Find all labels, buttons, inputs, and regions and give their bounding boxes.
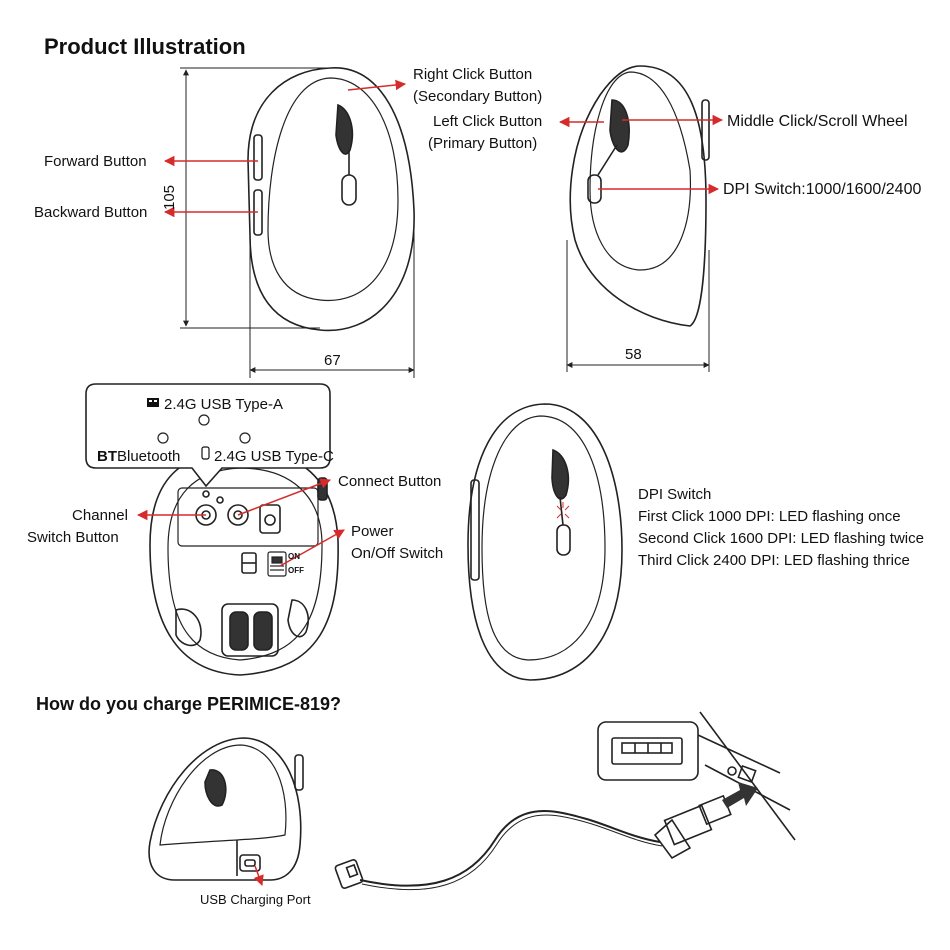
dpi-info-first: First Click 1000 DPI: LED flashing once [638,508,901,525]
channel-usb-c-label: 2.4G USB Type-C [214,448,334,465]
power-switch-icon [267,551,287,577]
mouse-top-view [247,67,415,332]
channel-usb-a-label: 2.4G USB Type-A [164,396,283,413]
channel-switch-label: Channel [72,507,128,524]
backward-button-label: Backward Button [34,204,148,221]
height-dimension: 105 [161,184,178,210]
left-click-label: Left Click Button [433,113,543,130]
mouse-bottom-view [149,449,339,676]
dpi-info-title: DPI Switch [638,486,712,503]
dpi-info-third: Third Click 2400 DPI: LED flashing thric… [638,552,910,569]
channel-bluetooth-label: BTBluetooth [97,448,181,465]
mouse-dpi-view [317,403,623,681]
right-click-label: Right Click Button [413,66,533,83]
forward-button-label: Forward Button [44,153,147,170]
dpi-led-icon [556,502,570,519]
width-dimension-side: 67 [324,352,341,369]
dpi-switch-label: DPI Switch:1000/1600/2400 [723,181,922,198]
mouse-angled-view [569,65,710,327]
bt-icon: BT [97,448,117,465]
dpi-info-second: Second Click 1600 DPI: LED flashing twic… [638,530,924,547]
left-click-sublabel: (Primary Button) [428,135,538,152]
channel-switch-sublabel: Switch Button [27,529,119,546]
middle-click-label: Middle Click/Scroll Wheel [727,113,908,130]
charge-heading: How do you charge PERIMICE-819? [36,694,342,714]
computer-usb-port [597,711,796,841]
usb-a-icon [147,398,159,407]
usb-cable [334,794,732,891]
insert-arrow-icon [722,782,758,808]
usb-c-icon [201,446,210,460]
width-dimension-front: 58 [625,346,642,363]
channel-info-box [85,383,331,488]
dimension-lines-side [180,67,415,378]
switch-on-label: ON [288,552,300,561]
mouse-charging-view [148,737,304,881]
right-click-sublabel: (Secondary Button) [413,88,543,105]
dimension-lines-front [566,240,710,372]
page-title: Product Illustration [44,34,246,59]
power-switch-sublabel: On/Off Switch [351,545,444,562]
usb-port-label: USB Charging Port [200,892,311,907]
connect-button-label: Connect Button [338,473,442,490]
callout-arrows [136,79,724,886]
switch-off-label: OFF [288,566,304,575]
power-switch-label: Power [351,523,394,540]
